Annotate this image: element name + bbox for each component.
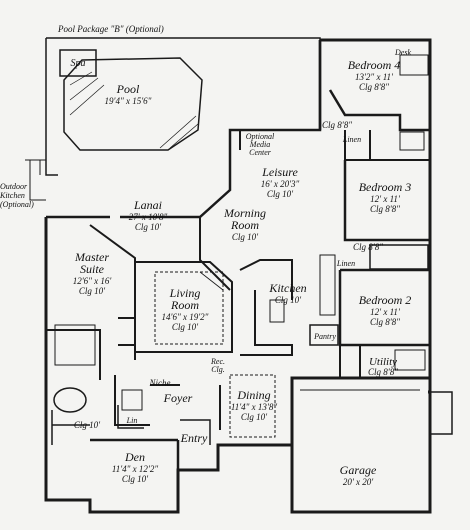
- bedroom3-label: Bedroom 3 12' x 11' Clg 8'8": [358, 180, 412, 214]
- clg-8-8-a-label: Clg 8'8": [322, 120, 352, 130]
- desk-label: Desk: [395, 48, 411, 57]
- linen-a-label: Linen: [342, 135, 362, 144]
- clg-10-label: Clg 10': [73, 420, 101, 430]
- master-suite-label: Master Suite 12'6" x 16' Clg 10': [72, 250, 112, 296]
- garage-label: Garage 20' x 20': [339, 463, 377, 487]
- rec-clg-label: Rec. Clg.: [211, 357, 225, 374]
- lanai-label: Lanai 27' x 10'8" Clg 10': [128, 198, 168, 232]
- foyer-label: Foyer: [163, 391, 193, 405]
- pantry-label: Pantry: [314, 332, 336, 341]
- den-label: Den 11'4" x 12'2" Clg 10': [111, 450, 159, 484]
- kitchen-label: Kitchen Clg 10': [269, 281, 307, 305]
- linen-b-label: Linen: [336, 259, 356, 268]
- clg-8-8-b-label: Clg 8'8": [353, 242, 383, 252]
- living-room-label: Living Room 14'6" x 19'2" Clg 10': [161, 286, 209, 332]
- niche-label: Niche: [149, 378, 171, 388]
- pool-label: Pool 19'4" x 15'6": [104, 82, 152, 106]
- bedroom4-label: Bedroom 4 13'2" x 11' Clg 8'8": [347, 58, 401, 92]
- dining-label: Dining 11'4" x 13'8" Clg 10': [230, 388, 278, 422]
- lin-label: Lin: [126, 416, 138, 425]
- spa-label: Spa: [70, 58, 86, 69]
- utility-label: Utility Clg 8'8": [368, 356, 398, 378]
- bedroom2-label: Bedroom 2 12' x 11' Clg 8'8": [358, 293, 412, 327]
- title-label: Pool Package "B" (Optional): [58, 24, 164, 34]
- pool-shape: [63, 57, 203, 151]
- outdoor-kitchen-label: Outdoor Kitchen (Optional): [0, 182, 34, 209]
- media-center-label: Optional Media Center: [245, 132, 275, 157]
- entry-label: Entry: [180, 431, 208, 445]
- spa-shape: [59, 49, 97, 77]
- morning-room-label: Morning Room Clg 10': [224, 206, 266, 242]
- leisure-label: Leisure 16' x 20'3" Clg 10': [260, 165, 300, 199]
